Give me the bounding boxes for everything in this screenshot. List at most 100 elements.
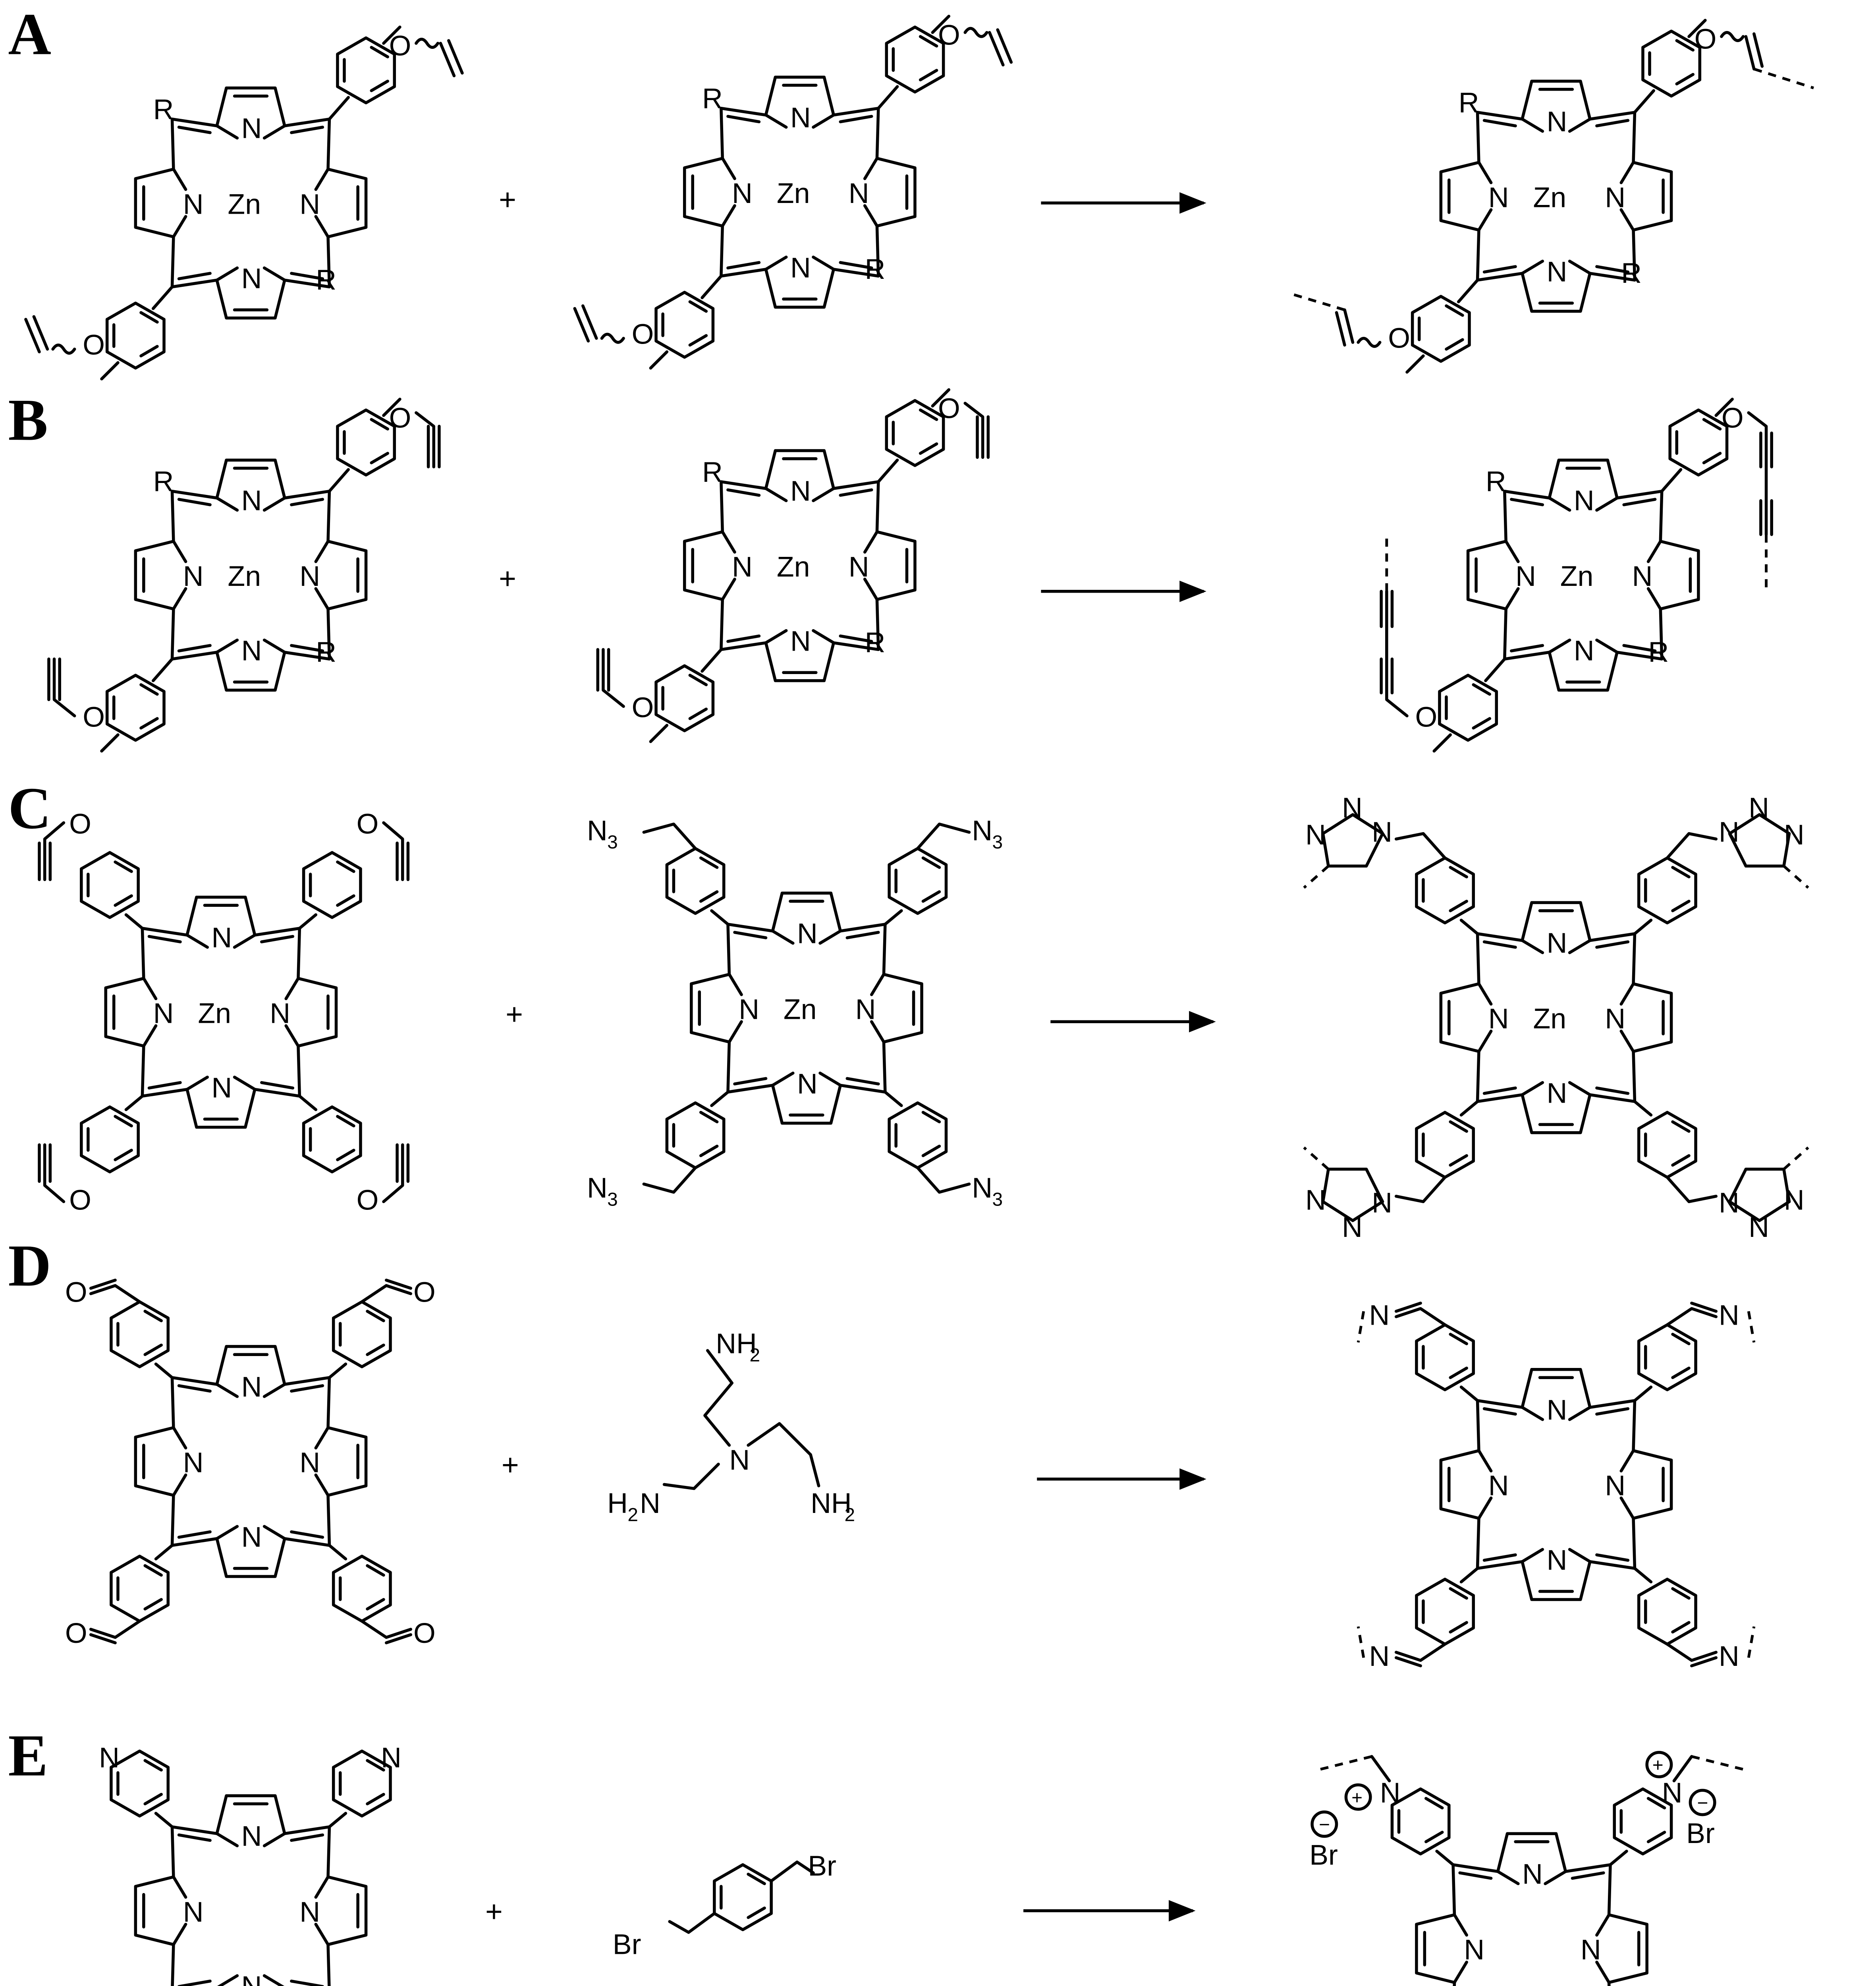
bromide: Br [1309,1839,1338,1871]
azide-n: N [972,1172,992,1204]
panel-c-reactant-1: N N N N Zn O O O O [38,808,410,1216]
panel-b-reactant-2: N N N N Zn R R O O [596,388,990,743]
pyrrole-n: N [299,188,320,220]
pyrrole-n: N [790,475,811,507]
metal-zn: Zn [1560,560,1594,592]
subscript: 3 [992,832,1003,853]
metal-zn: Zn [1533,1003,1566,1035]
pyrrole-n: N [1605,1470,1625,1502]
pyrrole-n: N [241,1371,262,1403]
triazole-n: N [1784,1184,1805,1216]
panel-e-reactant-1: N N N N N N N N [99,1742,401,1986]
substituent-r: R [153,94,174,126]
substituent-r: R [702,83,723,115]
triazole-n: N [1749,1211,1769,1243]
metal-zn: Zn [198,998,231,1030]
pyrrole-n: N [1547,927,1567,959]
oxygen: O [1722,402,1744,434]
panel-c: C N N N N Zn O O O O + N N N N [8,775,1809,1243]
oxygen: O [357,808,379,840]
amine-h2n: H [607,1488,628,1519]
panel-d-reactant-1: N N N N O O O O [65,1276,436,1649]
oxygen: O [357,1184,379,1216]
substituent-r: R [1648,636,1669,668]
pyrrole-n: N [1632,560,1653,592]
positive-charge-icon [1645,1751,1673,1778]
pyrrole-n: N [241,113,262,145]
substituent-r: R [702,456,723,488]
pyrrole-n: N [153,998,174,1030]
subscript: 2 [844,1504,855,1525]
pyrrole-n: N [1574,635,1594,667]
panel-a-product: N N N N Zn R R O O [1290,19,1814,374]
metal-zn: Zn [777,178,810,209]
triazole-n: N [1784,819,1805,851]
subscript: 3 [607,832,618,853]
pyrrole-n: N [299,1447,320,1479]
azide-n: N [972,815,992,847]
panel-b-reactant-1: N N N N Zn R R O O [47,398,441,753]
oxygen: O [1415,701,1437,733]
substituent-r: R [153,466,174,498]
pyrrole-n: N [1547,1544,1567,1576]
panel-e: E N N N N N N N N + Br Br N N N [8,1723,1747,1986]
pyridinium-n: N [1380,1777,1401,1809]
imine-n: N [1369,1640,1390,1672]
pyrrole-n: N [1547,256,1567,288]
panel-a-reactant-1: N N N N Zn R R O O [24,25,464,381]
panel-d-reactant-2-tren: N NH 2 NH 2 H 2 N [607,1328,855,1525]
oxygen: O [632,692,654,724]
pyrrole-n: N [241,485,262,516]
negative-charge-icon [1310,1810,1338,1838]
imine-n: N [1369,1299,1390,1331]
triazole-n: N [1719,816,1739,848]
pyrrole-n: N [241,263,262,295]
oxygen: O [69,808,91,840]
pyridine-n: N [99,1742,120,1773]
pyrrole-n: N [1488,182,1509,213]
pyrrole-n: N [299,560,320,592]
pyrrole-n: N [790,252,811,284]
amine-h2n-n: N [640,1488,660,1519]
plus-operator: + [499,562,516,595]
pyrrole-n: N [1605,182,1625,213]
oxygen: O [632,318,654,350]
amine-nh2: NH [716,1328,757,1360]
triazole-n: N [1372,816,1392,848]
panel-label-c: C [8,775,51,841]
subscript: 2 [627,1504,638,1525]
pyrrole-n: N [299,1896,320,1928]
metal-zn: Zn [228,560,261,592]
pyrrole-n: N [211,922,232,954]
panel-label-d: D [8,1233,51,1299]
panel-e-reactant-2-xylylene-dibromide: Br Br [613,1850,836,1961]
panel-d-product: N N N N N N N N [1357,1299,1756,1672]
panel-label-e: E [8,1723,48,1789]
plus-operator: + [499,183,516,216]
pyrrole-n: N [732,178,753,209]
pyrrole-n: N [1605,1003,1625,1035]
aldehyde-o: O [65,1617,87,1649]
pyrrole-n: N [270,998,290,1030]
panel-c-product: N N N N Zn N N N N N N N N N N N N [1303,792,1809,1243]
metal-zn: Zn [1533,182,1566,213]
panel-b: B N N N N Zn R R O O + N N N N Zn [8,387,1773,753]
bromide: Br [1686,1818,1715,1849]
pyrrole-n: N [1522,1858,1543,1890]
triazole-n: N [1342,792,1363,824]
pyrrole-n: N [241,635,262,667]
charge-symbol: − [1697,1793,1708,1814]
charge-symbol: − [1319,1814,1330,1835]
pyrrole-n: N [797,918,818,950]
pyrrole-n: N [1515,560,1536,592]
pyrrole-n: N [183,188,204,220]
pyrrole-n: N [183,1447,204,1479]
azide-n: N [587,815,608,847]
pyrrole-n: N [183,1896,204,1928]
panel-e-product: N N N N N N N N + + + + − Br [1309,1751,1747,1986]
pyrrole-n: N [849,178,869,209]
negative-charge-icon [1689,1789,1716,1816]
metal-zn: Zn [228,188,261,220]
pyrrole-n: N [1488,1470,1509,1502]
